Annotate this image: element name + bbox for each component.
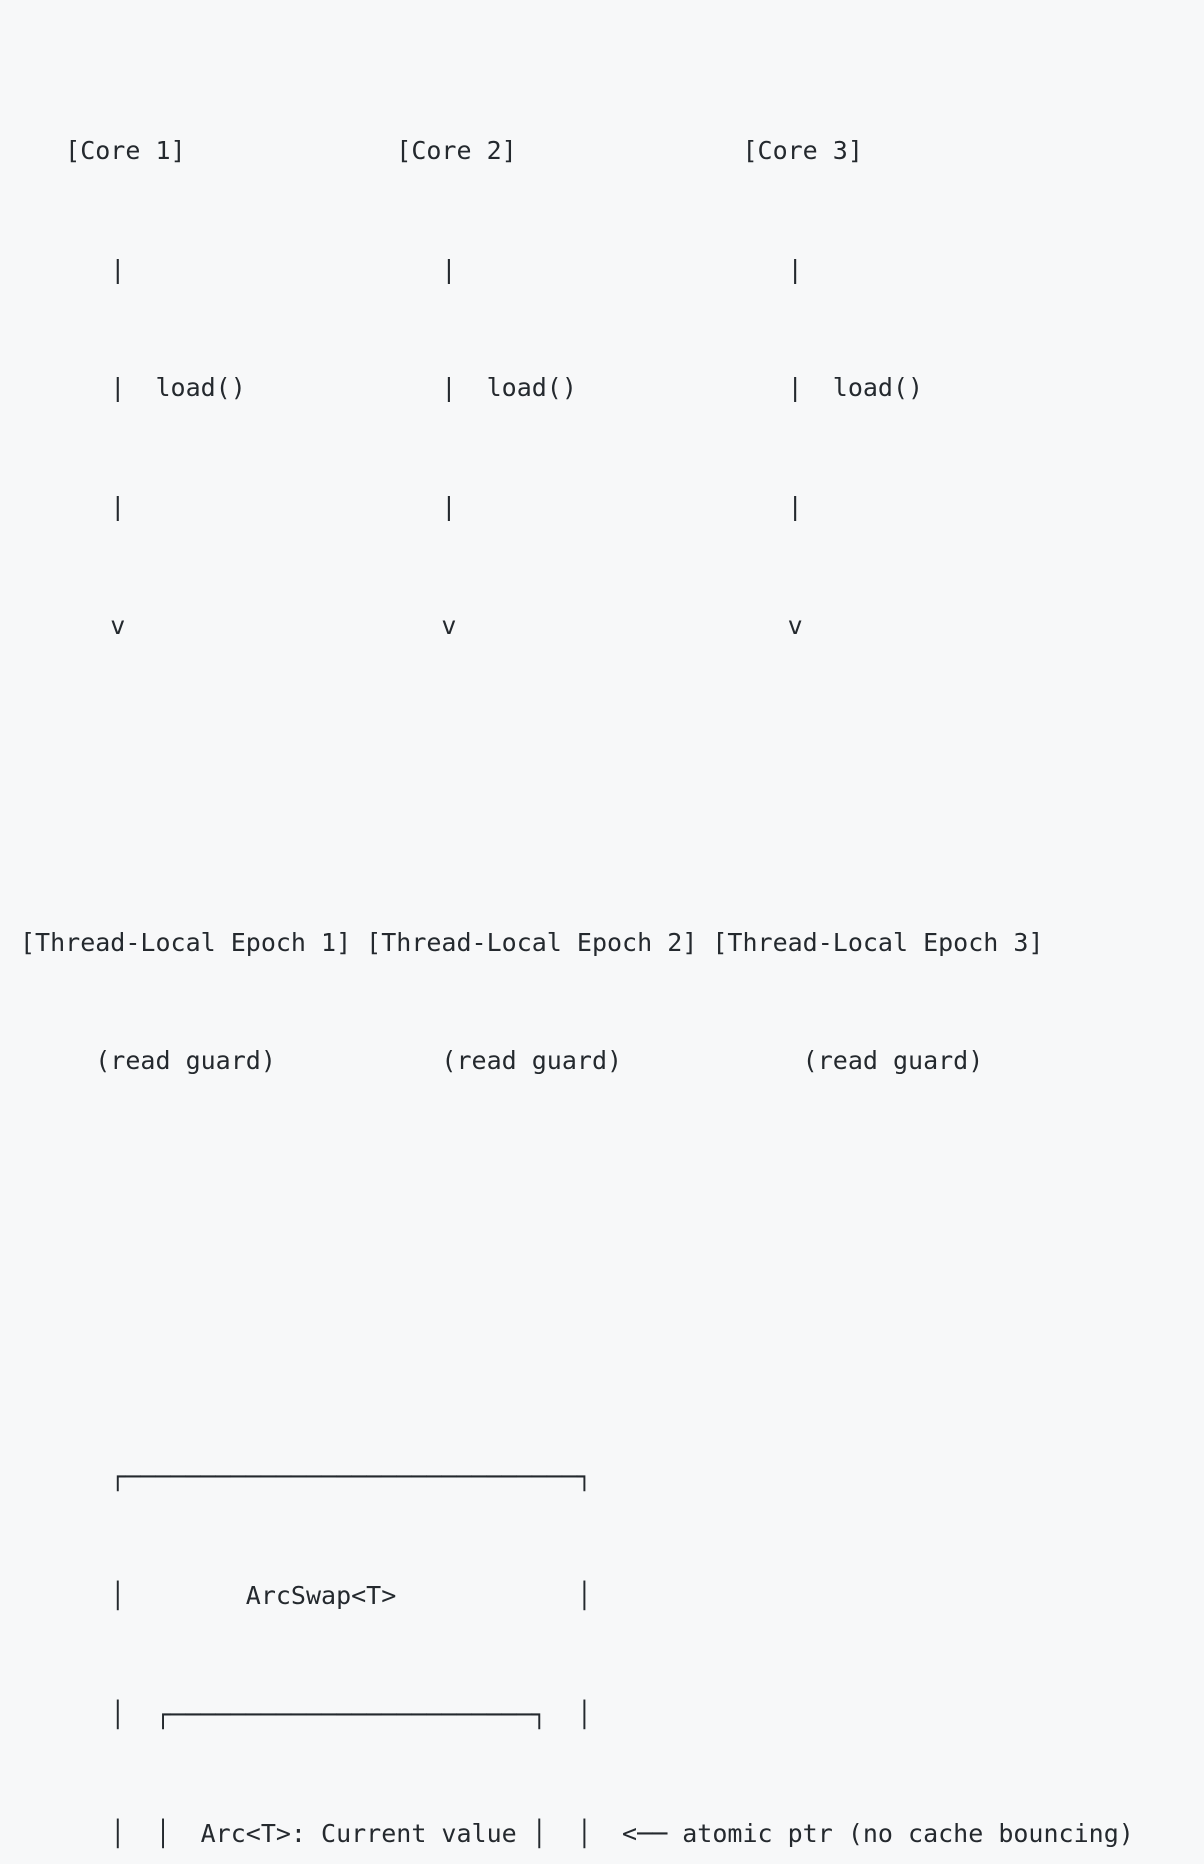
spacer-epochs-box-1 [20,1200,1204,1240]
core-pipe-row-bottom: | | | [20,492,803,522]
read-guard-row: (read guard) (read guard) (read guard) [20,1046,984,1076]
core-load-row: | load() | load() | load() [20,373,924,403]
core-pipe-row-top: | | | [20,254,803,284]
core-header-row: [Core 1] [Core 2] [Core 3] [20,135,863,165]
arcswap-inner-box-value-row: │ │ Arc<T>: Current value │ │ <── atomic… [20,1818,1134,1848]
thread-local-epoch-row: [Thread-Local Epoch 1] [Thread-Local Epo… [20,927,1044,957]
arcswap-box-title-row: │ ArcSwap<T> │ [20,1580,592,1610]
arcswap-inner-box-top: │ ┌────────────────────────┐ │ [20,1699,592,1729]
spacer-epochs-box-2 [20,1319,1204,1339]
arcswap-box-top-border: ┌──────────────────────────────┐ [20,1462,592,1492]
ascii-art-diagram: [Core 1] [Core 2] [Core 3] | | | | load(… [20,12,1204,1864]
spacer-cores-epochs [20,764,1204,804]
core-arrow-row: v v v [20,610,803,640]
